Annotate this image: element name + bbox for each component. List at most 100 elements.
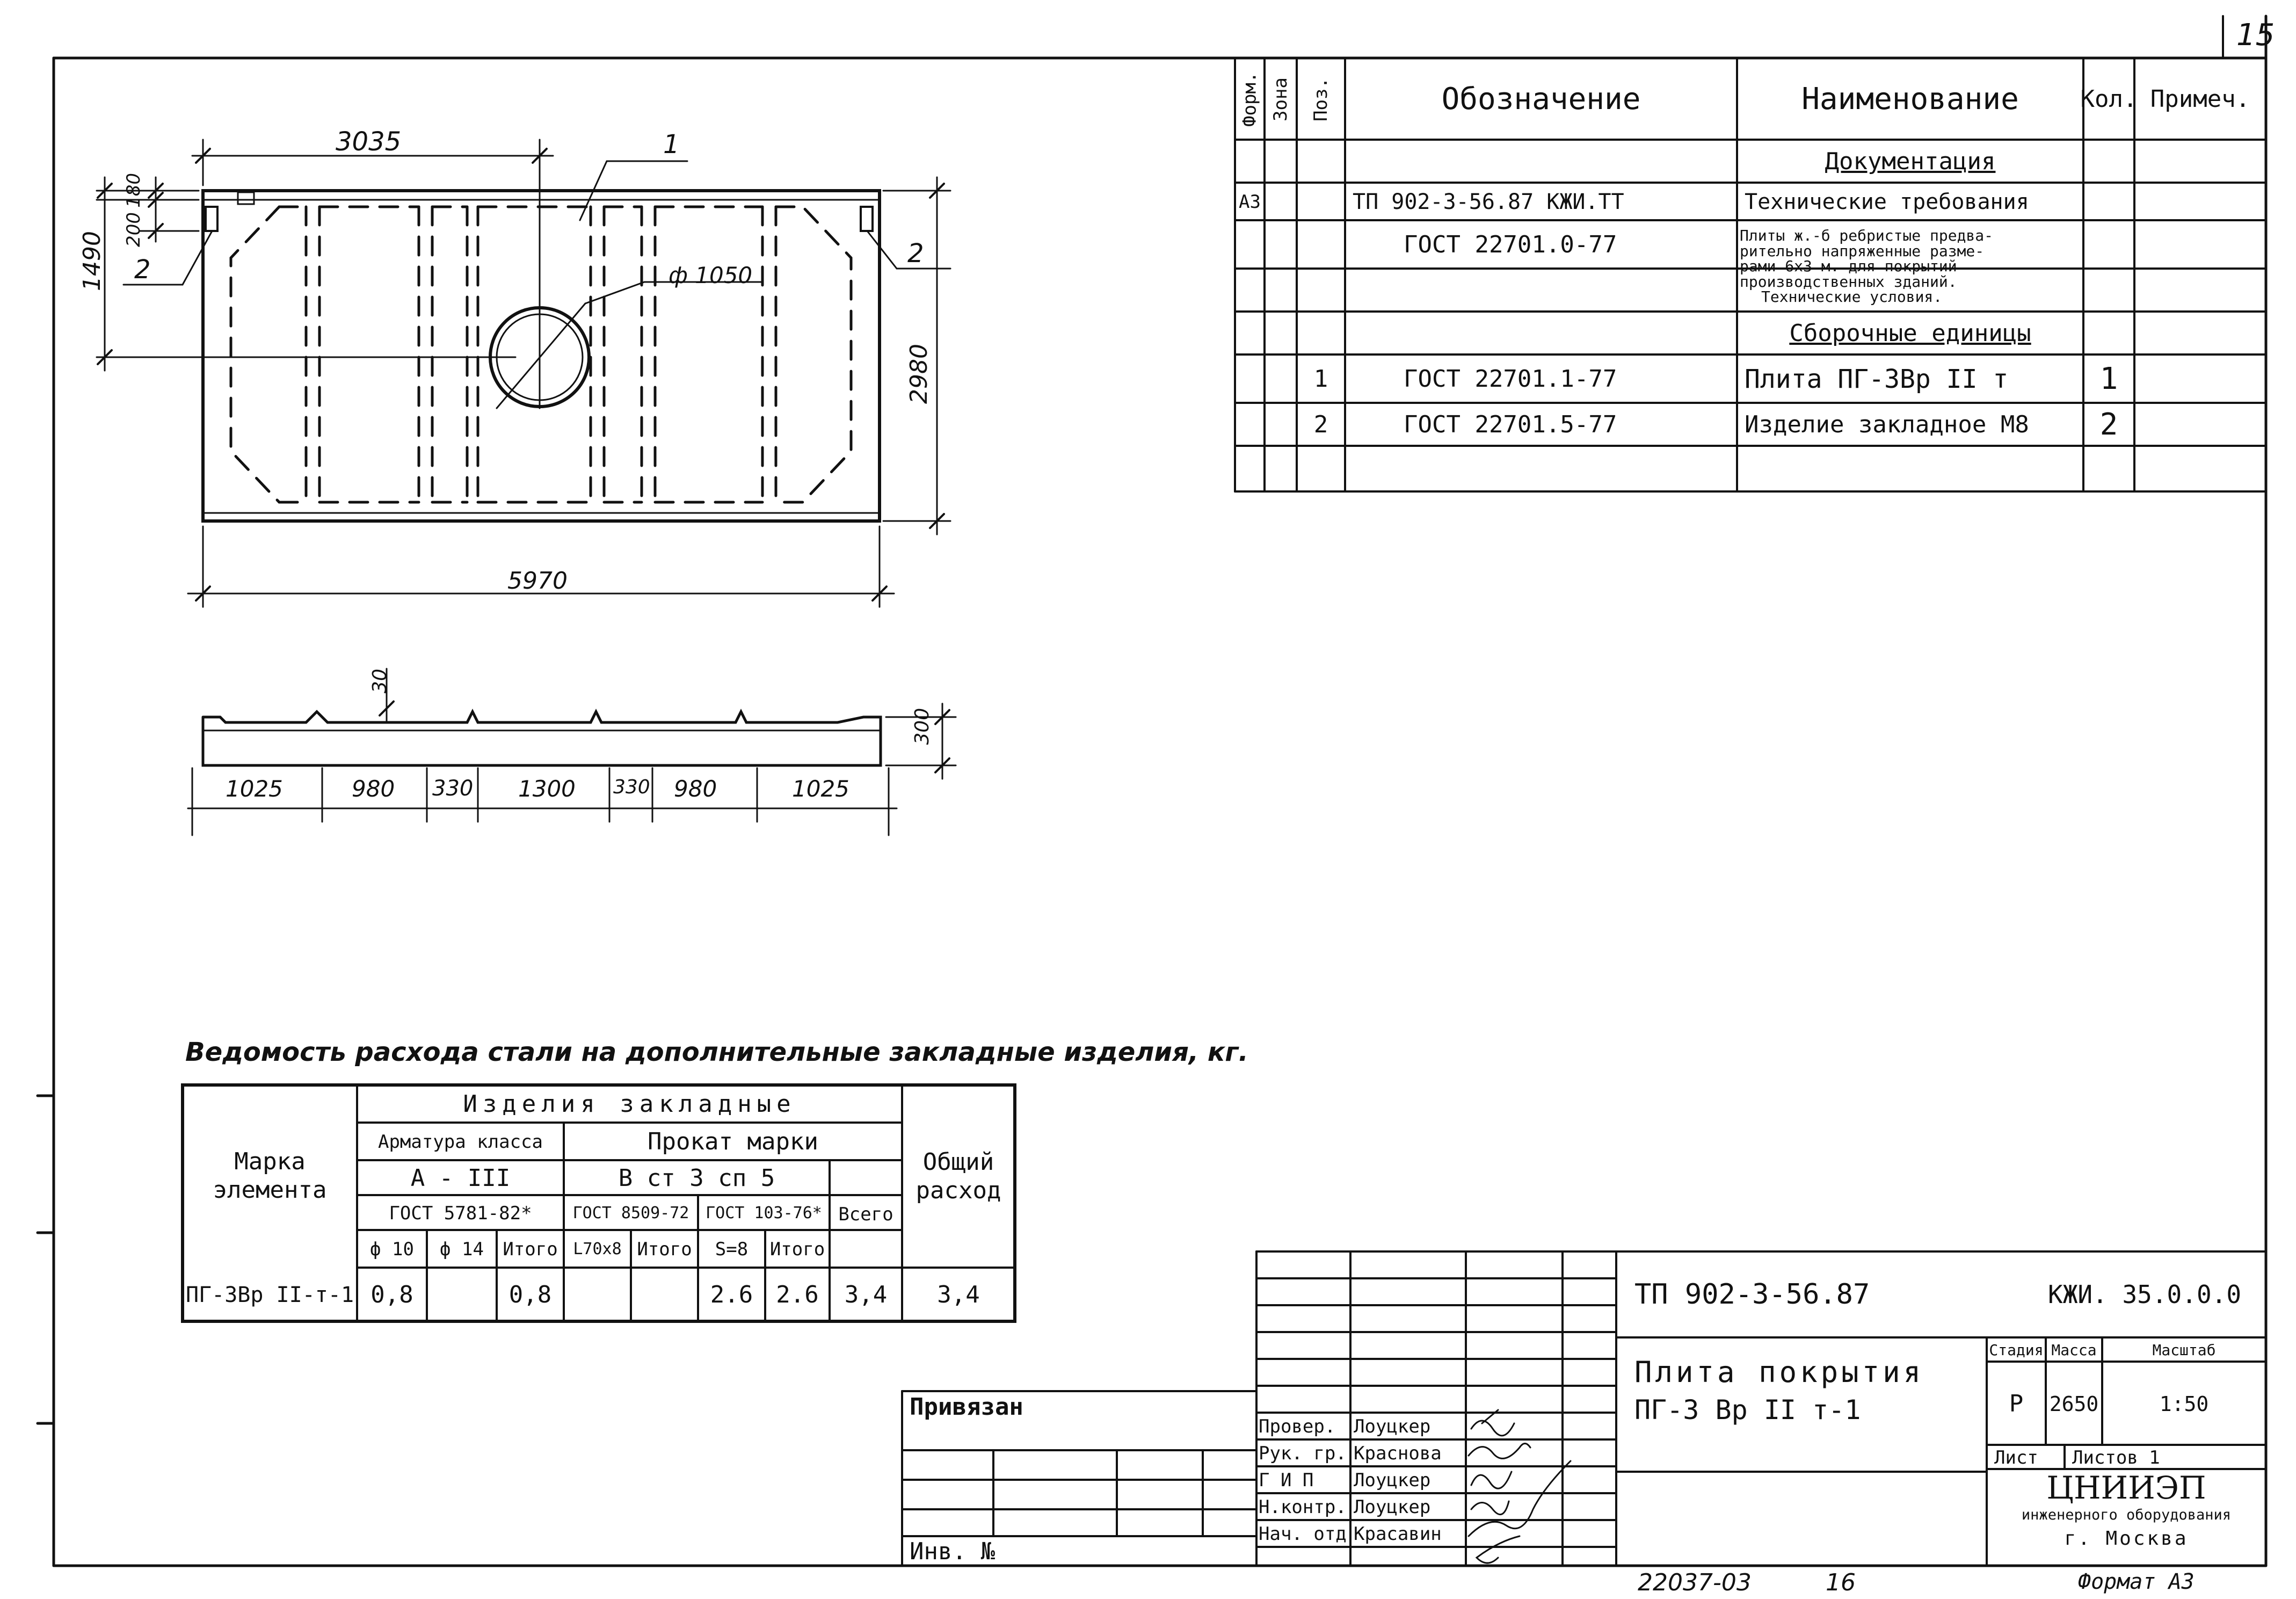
spec-r4-designation: ГОСТ 22701.5-77 <box>1404 411 1617 438</box>
signature <box>1470 1500 1510 1516</box>
embedded-item-top <box>237 191 255 205</box>
steel-col-itogo3: Итого <box>769 1239 825 1260</box>
spec-r2-designation: ГОСТ 22701.0-77 <box>1404 231 1617 258</box>
tb-name: Лоуцкер <box>1354 1470 1431 1491</box>
tb-mass: 2650 <box>2049 1392 2099 1416</box>
hole-diameter-label: ф 1050 <box>669 262 753 288</box>
spec-r2-name-line: Плиты ж.-б ребристые предва- <box>1740 227 1994 245</box>
steel-head-mark: Марка элемента <box>213 1148 327 1204</box>
spec-r1-designation: ТП 902-3-56.87 КЖИ.ТТ <box>1353 190 1624 214</box>
plan-outline <box>201 189 881 523</box>
steel-val-l70 <box>564 1269 631 1321</box>
leader-2-left-label: 2 <box>134 255 151 285</box>
spec-head-format: Форм. <box>1239 71 1261 127</box>
footer-number: 16 <box>1826 1569 1856 1596</box>
tb-name: Красавин <box>1354 1523 1442 1545</box>
steel-col-d14: ф 14 <box>440 1239 484 1260</box>
spec-r3-designation: ГОСТ 22701.1-77 <box>1404 365 1617 393</box>
spec-head-designation: Обозначение <box>1441 82 1641 117</box>
spec-section-assembly: Сборочные единицы <box>1789 320 2031 347</box>
steel-val-itogo1: 0,8 <box>508 1281 552 1308</box>
footer-code: 22037-03 <box>1638 1569 1752 1596</box>
tb-role-gip: Г И П <box>1259 1470 1314 1491</box>
dim-3035: 3035 <box>336 127 402 157</box>
spec-r1-format: А3 <box>1239 191 1261 213</box>
spec-r2-name-line: Технические условия. <box>1761 288 1943 306</box>
leader-2-right-label: 2 <box>907 238 924 269</box>
tb-org-city: г. Москва <box>2064 1527 2189 1550</box>
spec-r2-name-line: рительно напряженные разме- <box>1740 242 1985 260</box>
tb-sheet-head: Лист <box>1994 1446 2038 1468</box>
steel-val-itogo3: 2.6 <box>776 1281 819 1308</box>
dim-5970: 5970 <box>507 567 568 595</box>
steel-val-grand: 3,4 <box>937 1281 980 1308</box>
dim-30: 30 <box>369 669 391 693</box>
plan-view <box>96 139 951 608</box>
embedded-item-right <box>860 206 874 232</box>
spec-head-qty: Кол. <box>2080 85 2138 113</box>
dim-1490: 1490 <box>78 231 106 291</box>
leader-1-label: 1 <box>663 129 680 160</box>
tb-stage-head: Стадия <box>1989 1341 2044 1359</box>
segment-1300: 1300 <box>518 776 576 802</box>
segment-1025-left: 1025 <box>226 776 283 802</box>
dim-2980: 2980 <box>905 344 933 404</box>
steel-val-d14 <box>427 1269 497 1321</box>
embedded-item-left <box>205 206 219 232</box>
spec-head-name: Наименование <box>1801 82 2019 117</box>
tb-name: Лоуцкер <box>1354 1416 1431 1437</box>
spec-head-zone: Зона <box>1270 77 1291 121</box>
leader-1 <box>579 160 608 221</box>
steel-rebar-class: А - III <box>410 1164 511 1192</box>
spec-r2-name: Плиты ж.-б ребристые предва- рительно на… <box>1740 222 2083 311</box>
tb-role-lead: Рук. гр. <box>1259 1443 1347 1464</box>
hole-diameter-line <box>496 302 586 409</box>
dim-180: 180 <box>123 173 144 208</box>
steel-val-total: 3,4 <box>844 1281 888 1308</box>
signature <box>1467 1443 1531 1459</box>
tb-role-head: Нач. отд <box>1259 1523 1347 1545</box>
tb-role-check: Провер. <box>1259 1416 1336 1437</box>
tb-scale-head: Масштаб <box>2152 1341 2216 1359</box>
segment-980-right: 980 <box>674 776 717 802</box>
spec-r3-qty: 1 <box>2099 361 2118 396</box>
spec-r2-name-line: рами 6х3 м. для покрытий <box>1740 257 1957 276</box>
signature <box>1467 1460 1572 1564</box>
steel-gost-103: ГОСТ 103-76* <box>706 1203 822 1222</box>
steel-head-rebar: Арматура класса <box>377 1131 543 1153</box>
title-block-grid <box>901 1250 2267 1567</box>
signature <box>1470 1409 1515 1437</box>
segment-1025-right: 1025 <box>792 776 849 802</box>
tb-doc-code: ТП 902-3-56.87 <box>1634 1278 1870 1311</box>
tb-role-ncontr: Н.контр. <box>1259 1496 1347 1518</box>
tb-mass-head: Масса <box>2051 1341 2097 1359</box>
hole-leader <box>584 281 645 305</box>
sheet-number: 15 <box>2236 18 2275 53</box>
steel-rolled-grade: В ст 3 сп 5 <box>618 1164 775 1192</box>
section-outline <box>201 708 882 767</box>
steel-row-mark: ПГ-3Вр II-т-1 <box>185 1283 354 1307</box>
spec-head-pos: Поз. <box>1310 77 1332 121</box>
tb-title-line-1: Плита покрытия <box>1634 1355 1924 1389</box>
signatures <box>1467 1409 1572 1564</box>
segment-330-left: 330 <box>432 776 474 801</box>
steel-col-s8: S=8 <box>715 1239 749 1260</box>
spec-table-grid <box>1234 57 2267 493</box>
tb-stage: Р <box>2009 1390 2024 1417</box>
steel-table-grid <box>181 1083 1016 1323</box>
steel-head-items: Изделия закладные <box>463 1090 796 1118</box>
segment-980-left: 980 <box>352 776 395 802</box>
steel-table-title: Ведомость расхода стали на дополнительны… <box>185 1037 1248 1067</box>
tb-name: Лоуцкер <box>1354 1496 1431 1518</box>
steel-gost-rebar: ГОСТ 5781-82* <box>389 1202 532 1224</box>
tb-org-dept: инженерного оборудования <box>2021 1506 2232 1523</box>
steel-col-itogo1: Итого <box>503 1239 558 1260</box>
tb-title-line-2: ПГ-3 Вр II т-1 <box>1634 1394 1861 1426</box>
dim-200: 200 <box>123 212 144 247</box>
segment-330-right: 330 <box>613 776 650 798</box>
tb-privyazan: Привязан <box>910 1393 1023 1421</box>
steel-head-total: Всего <box>838 1204 893 1225</box>
rib-left <box>229 205 281 504</box>
dim-300: 300 <box>911 708 933 745</box>
